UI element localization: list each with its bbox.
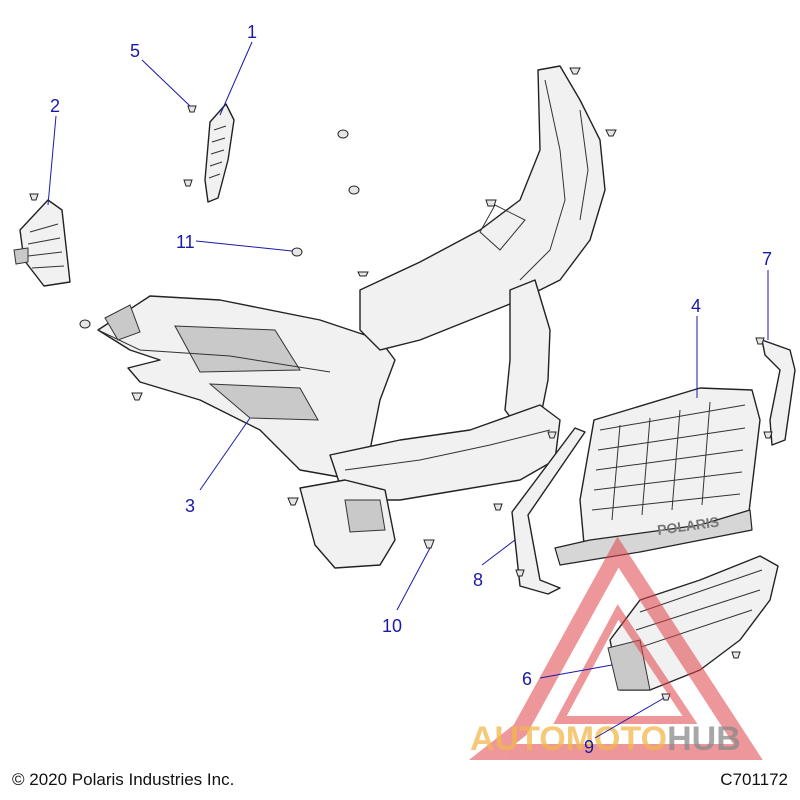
watermark-text: AUTOMOTOHUB [470, 720, 741, 758]
leader-3 [199, 417, 251, 491]
leader-1 [219, 41, 253, 116]
callout-2: 2 [50, 96, 60, 116]
callout-6: 6 [522, 669, 532, 689]
callout-8: 8 [473, 570, 483, 590]
automotohub-watermark [468, 536, 763, 760]
leader-10 [396, 547, 431, 611]
callout-7: 7 [762, 249, 772, 269]
front-grille-part: POLARIS [554, 387, 761, 566]
leader-9 [594, 697, 665, 739]
leader-5 [141, 59, 191, 107]
callout-11: 11 [176, 232, 195, 252]
copyright-text: © 2020 Polaris Industries Inc. [12, 770, 235, 789]
right-trim-strip-part [755, 337, 796, 446]
side-vent-strip-part [183, 103, 235, 203]
callout-leaders [47, 41, 769, 739]
leader-2 [47, 115, 57, 206]
leader-8 [481, 539, 516, 566]
callout-1: 1 [247, 22, 257, 42]
callout-9: 9 [584, 737, 594, 757]
leader-11 [195, 240, 293, 252]
callout-labels: 1 2 3 4 5 6 7 8 9 10 11 [50, 22, 772, 757]
bumper-frame-part [79, 65, 617, 569]
callout-4: 4 [691, 296, 701, 316]
leader-6 [539, 664, 613, 679]
callout-5: 5 [130, 41, 140, 61]
left-trim-strip-part [493, 427, 586, 595]
diagram-code: C701172 [720, 770, 788, 789]
callout-3: 3 [185, 496, 195, 516]
side-grille-insert-part [13, 193, 71, 287]
callout-10: 10 [382, 616, 402, 636]
